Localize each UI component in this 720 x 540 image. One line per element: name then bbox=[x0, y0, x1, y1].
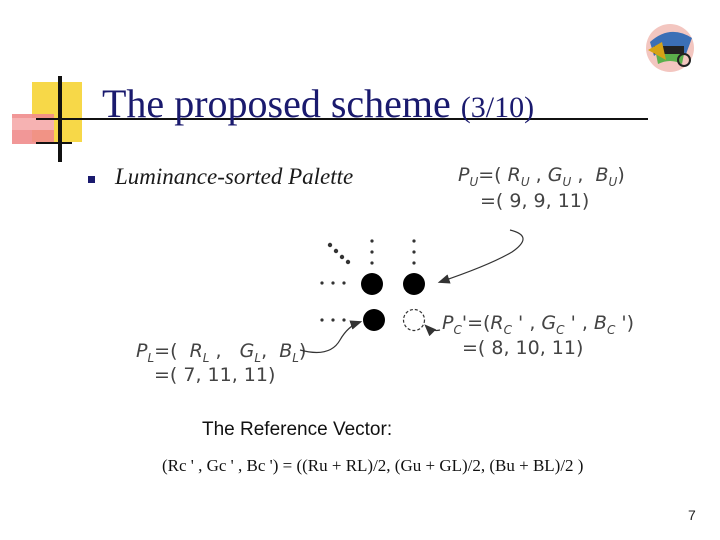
ellipsis-horizontal-bottom bbox=[320, 318, 346, 322]
arrow-pc bbox=[424, 324, 441, 337]
pl-label: PL=( RL , GL, BL) bbox=[136, 340, 307, 365]
page-title: The proposed scheme (3/10) bbox=[102, 80, 534, 127]
reference-vector-formula: (Rc ' , Gc ' , Bc ') = ((Ru + RL)/2, (Gu… bbox=[162, 456, 584, 475]
pc-values: =( 8, 10, 11) bbox=[462, 337, 584, 359]
decor-short-line bbox=[36, 142, 72, 144]
pu-label: PU=( RU , GU , BU) bbox=[458, 164, 625, 189]
ellipsis-vertical-left bbox=[370, 239, 374, 265]
title-underline bbox=[36, 118, 648, 120]
pu-values: =( 9, 9, 11) bbox=[480, 190, 590, 212]
bullet-text: Luminance-sorted Palette bbox=[115, 164, 354, 189]
pc-label: PC'=(RC ' , GC ' , BC ') bbox=[442, 312, 635, 337]
title-suffix: (3/10) bbox=[460, 91, 535, 124]
arrow-pl bbox=[299, 320, 363, 353]
palette-dot-pu bbox=[403, 273, 425, 295]
ellipsis-diagonal bbox=[327, 242, 351, 265]
ellipsis-vertical-right bbox=[412, 239, 416, 265]
university-logo-icon bbox=[646, 24, 694, 72]
palette-dot-pc bbox=[402, 308, 426, 332]
ellipsis-horizontal-top bbox=[320, 281, 346, 285]
bullet-square-icon bbox=[88, 176, 95, 183]
palette-dot bbox=[361, 273, 383, 295]
page-number: 7 bbox=[688, 507, 696, 523]
reference-vector-heading: The Reference Vector: bbox=[202, 419, 393, 440]
pl-values: =( 7, 11, 11) bbox=[154, 364, 276, 386]
decor-pink-stripe bbox=[12, 118, 54, 130]
palette-dot-pl bbox=[363, 309, 385, 331]
arrow-pu bbox=[437, 229, 524, 284]
title-main: The proposed scheme bbox=[102, 81, 451, 126]
